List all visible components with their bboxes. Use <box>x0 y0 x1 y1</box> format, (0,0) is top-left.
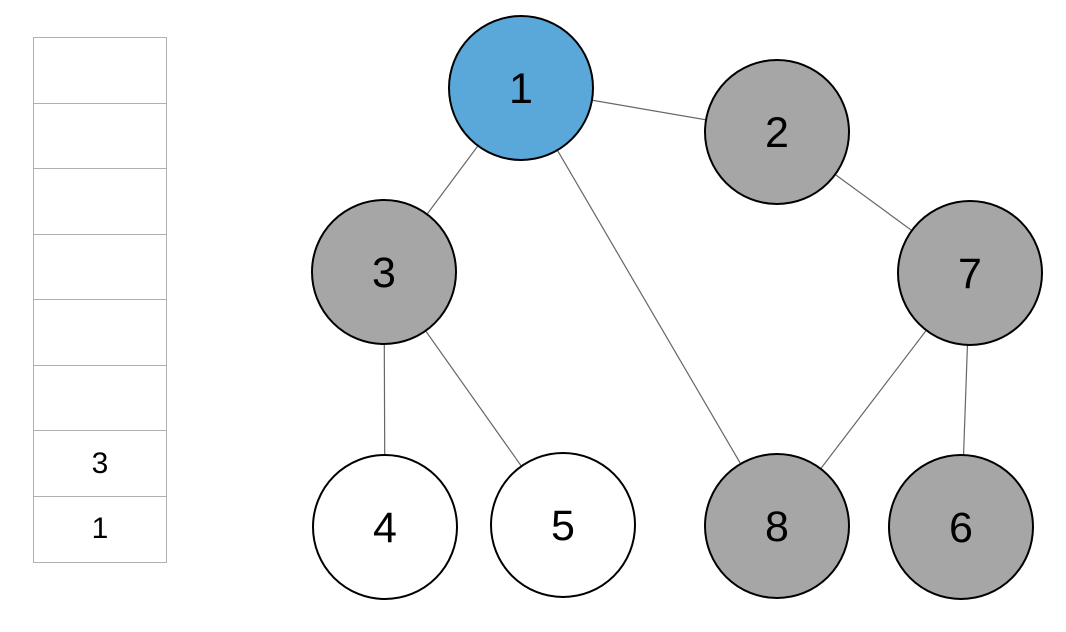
graph-node-7[interactable]: 7 <box>897 200 1043 346</box>
traversal-stack: 3 1 <box>33 37 167 563</box>
node-circle-1[interactable] <box>448 15 594 161</box>
graph-node-3[interactable]: 3 <box>311 199 457 345</box>
node-circle-5[interactable] <box>490 452 636 598</box>
node-circle-3[interactable] <box>311 199 457 345</box>
edge-1-8 <box>520 87 778 527</box>
node-circle-4[interactable] <box>312 454 458 600</box>
stack-cell-4 <box>33 299 167 366</box>
stack-cell-0 <box>33 37 167 104</box>
graph-node-2[interactable]: 2 <box>704 59 850 205</box>
stack-cell-7: 1 <box>33 495 167 563</box>
graph-node-4[interactable]: 4 <box>312 454 458 600</box>
node-circle-2[interactable] <box>704 59 850 205</box>
graph-node-6[interactable]: 6 <box>888 454 1034 600</box>
node-circle-7[interactable] <box>897 200 1043 346</box>
graph-node-8[interactable]: 8 <box>704 453 850 599</box>
node-circle-6[interactable] <box>888 454 1034 600</box>
graph-node-1[interactable]: 1 <box>448 15 594 161</box>
stack-cell-1 <box>33 102 167 170</box>
stack-cell-5 <box>33 364 167 432</box>
stack-cell-6: 3 <box>33 430 167 497</box>
stack-cell-3 <box>33 233 167 301</box>
graph-node-5[interactable]: 5 <box>490 452 636 598</box>
node-circle-8[interactable] <box>704 453 850 599</box>
